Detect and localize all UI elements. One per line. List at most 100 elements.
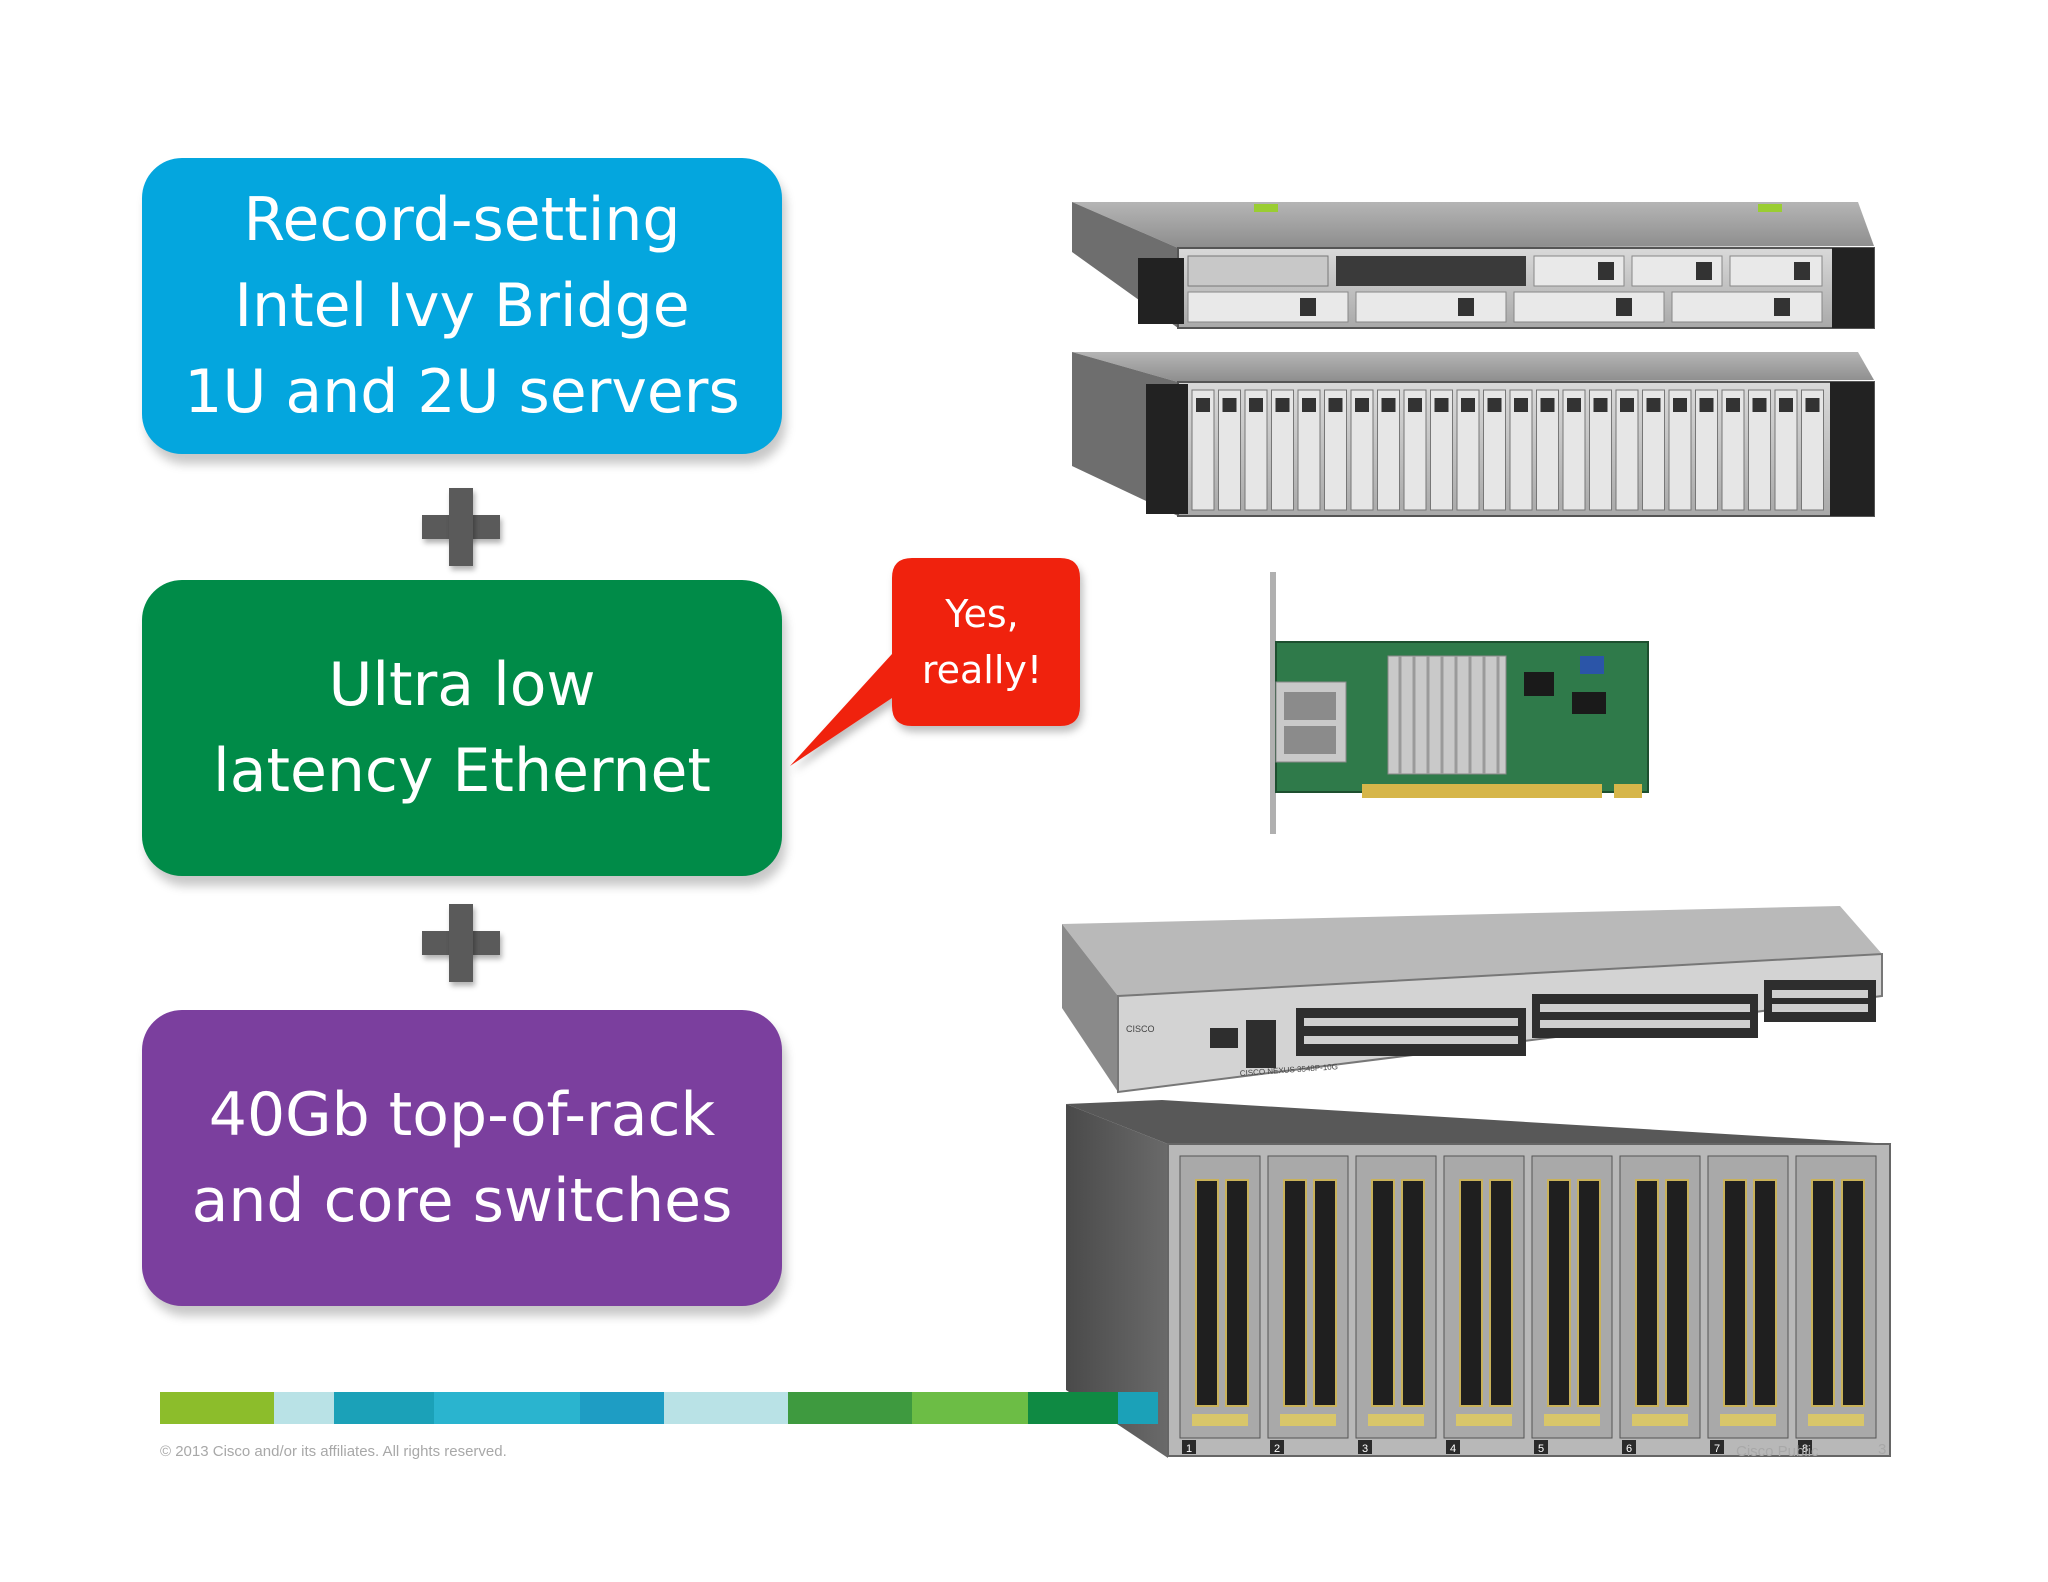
drive-bay: [1562, 389, 1586, 511]
drive-bay: [1695, 389, 1718, 511]
port-column: [1283, 1179, 1307, 1407]
port-column: [1313, 1179, 1337, 1407]
port-column: [1665, 1179, 1689, 1407]
drive-bay-latch: [1328, 398, 1343, 412]
drive-bay-latch: [1726, 398, 1740, 412]
stripe-segment: [664, 1392, 788, 1424]
network-adapter-card-image: [1270, 572, 1649, 834]
switch-brand-label: CISCO: [1126, 1024, 1155, 1034]
drive-bay: [1403, 389, 1427, 511]
page-number: 3: [1878, 1441, 1887, 1458]
drive-bay: [1536, 389, 1559, 511]
module-label-plate: [1456, 1414, 1512, 1426]
module-label-plate: [1720, 1414, 1776, 1426]
drive-bay: [1430, 389, 1453, 511]
drive-bay: [1615, 389, 1639, 511]
port-column: [1489, 1179, 1513, 1407]
port-column: [1401, 1179, 1425, 1407]
drive-bay-latch: [1540, 398, 1555, 412]
drive-bay: [1509, 389, 1533, 511]
port-column: [1635, 1179, 1659, 1407]
callout-line-2: really!: [921, 648, 1043, 692]
drive-bay-latch: [1355, 398, 1369, 412]
port-column: [1753, 1179, 1777, 1407]
drive-bay-latch: [1381, 398, 1396, 412]
ethernet-box: Ultra low latency Ethernet: [142, 580, 782, 876]
drive-bay-latch: [1593, 398, 1608, 412]
module-label-plate: [1544, 1414, 1600, 1426]
drive-bay: [1350, 389, 1374, 511]
drive-bay-latch: [1408, 398, 1422, 412]
slot-number: 1: [1186, 1443, 1192, 1455]
drive-bay: [1642, 389, 1665, 511]
slot-number: 6: [1626, 1443, 1632, 1455]
stripe-segment: [160, 1392, 274, 1424]
drive-bay-latch: [1752, 398, 1767, 412]
copyright-text: © 2013 Cisco and/or its affiliates. All …: [160, 1443, 507, 1460]
drive-bay: [1668, 389, 1692, 511]
stripe-segment: [788, 1392, 912, 1424]
drive-bay-latch: [1779, 398, 1793, 412]
drive-bay-latch: [1434, 398, 1449, 412]
switches-line-2: and core switches: [191, 1166, 733, 1236]
module-label-plate: [1368, 1414, 1424, 1426]
slot-number-plate: [1798, 1440, 1812, 1454]
stripe-segment: [274, 1392, 334, 1424]
callout-line-1: Yes,: [945, 592, 1019, 636]
drive-bay-latch: [1646, 398, 1661, 412]
drive-bay-latch: [1567, 398, 1581, 412]
port-column: [1811, 1179, 1835, 1407]
stripe-segment: [1028, 1392, 1118, 1424]
module-label-plate: [1280, 1414, 1336, 1426]
drive-bay-latch: [1514, 398, 1528, 412]
drive-bay-latch: [1805, 398, 1820, 412]
switches-line-1: 40Gb top-of-rack: [208, 1080, 716, 1150]
port-column: [1459, 1179, 1483, 1407]
drive-bay-latch: [1487, 398, 1502, 412]
slot-number: 5: [1538, 1443, 1544, 1455]
servers-line-2: Intel Ivy Bridge: [234, 271, 690, 341]
stripe-segment: [912, 1392, 1028, 1424]
drive-bay: [1324, 389, 1347, 511]
callout-bubble: [790, 558, 1080, 766]
servers-box: Record-setting Intel Ivy Bridge 1U and 2…: [142, 158, 782, 454]
port-column: [1723, 1179, 1747, 1407]
slot-number: 2: [1274, 1443, 1280, 1455]
top-of-rack-switch-image: CISCO CISCO NEXUS 3548P-10G: [1062, 906, 1883, 1094]
slot-number-plate: [1534, 1440, 1548, 1454]
drive-bay-latch: [1620, 398, 1634, 412]
drive-bay: [1801, 389, 1824, 511]
drive-bay-latch: [1673, 398, 1687, 412]
drive-bay: [1377, 389, 1400, 511]
slot-number-plate: [1182, 1440, 1196, 1454]
drive-bay: [1244, 389, 1268, 511]
module-label-plate: [1808, 1414, 1864, 1426]
brand-color-stripe: [160, 1392, 1158, 1424]
drive-bay-latch: [1275, 398, 1290, 412]
servers-line-1: Record-setting: [243, 185, 681, 255]
drive-bay-latch: [1196, 398, 1210, 412]
drive-bay: [1748, 389, 1771, 511]
slot-number: 4: [1450, 1443, 1456, 1455]
slot-number-plate: [1446, 1440, 1460, 1454]
slot-number-plate: [1358, 1440, 1372, 1454]
drive-bay: [1721, 389, 1745, 511]
classification-label: Cisco Public: [1736, 1443, 1819, 1460]
servers-line-3: 1U and 2U servers: [184, 357, 740, 427]
drive-bay-latch: [1222, 398, 1237, 412]
rack-server-1u-image: [1072, 202, 1875, 329]
slot-number: 7: [1714, 1443, 1720, 1455]
stripe-segment: [580, 1392, 664, 1424]
ethernet-line-2: latency Ethernet: [213, 736, 711, 806]
plus-icon: [422, 904, 500, 982]
drive-bay-latch: [1249, 398, 1263, 412]
drive-bay: [1589, 389, 1612, 511]
callout-text: Yes, really!: [884, 558, 1080, 726]
switches-box: 40Gb top-of-rack and core switches: [142, 1010, 782, 1306]
slot-number-plate: [1710, 1440, 1724, 1454]
ethernet-line-1: Ultra low: [328, 650, 596, 720]
port-column: [1841, 1179, 1865, 1407]
stripe-segment: [1118, 1392, 1158, 1424]
